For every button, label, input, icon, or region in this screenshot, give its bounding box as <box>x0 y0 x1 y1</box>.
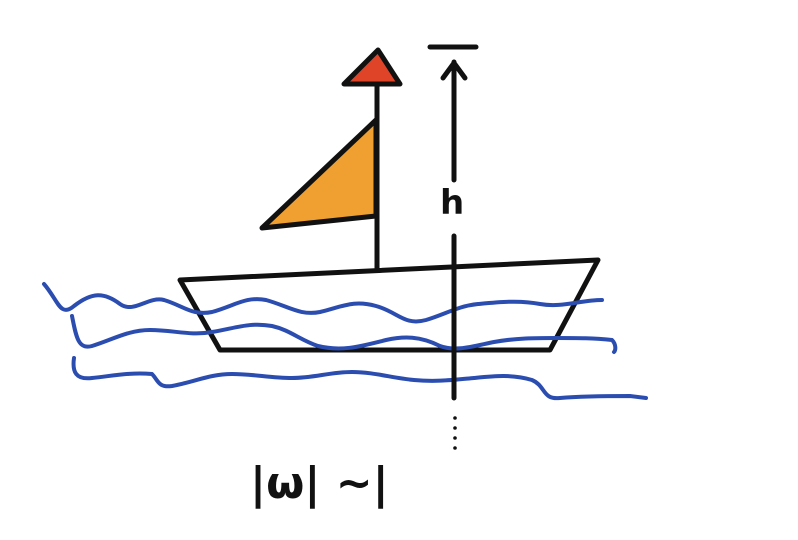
height-label: h <box>440 183 464 223</box>
wave-top <box>42 282 604 324</box>
caption: |ω| ~| <box>250 458 389 509</box>
sail-icon <box>259 117 379 231</box>
wave-bottom <box>71 356 648 401</box>
arrow-head <box>440 60 468 81</box>
wave-middle <box>70 314 618 354</box>
dotted-continuation <box>453 416 457 450</box>
height-indicator: h <box>427 44 479 450</box>
waves-icon <box>42 282 648 401</box>
flag-icon <box>341 47 403 87</box>
boat-hull <box>177 257 601 353</box>
